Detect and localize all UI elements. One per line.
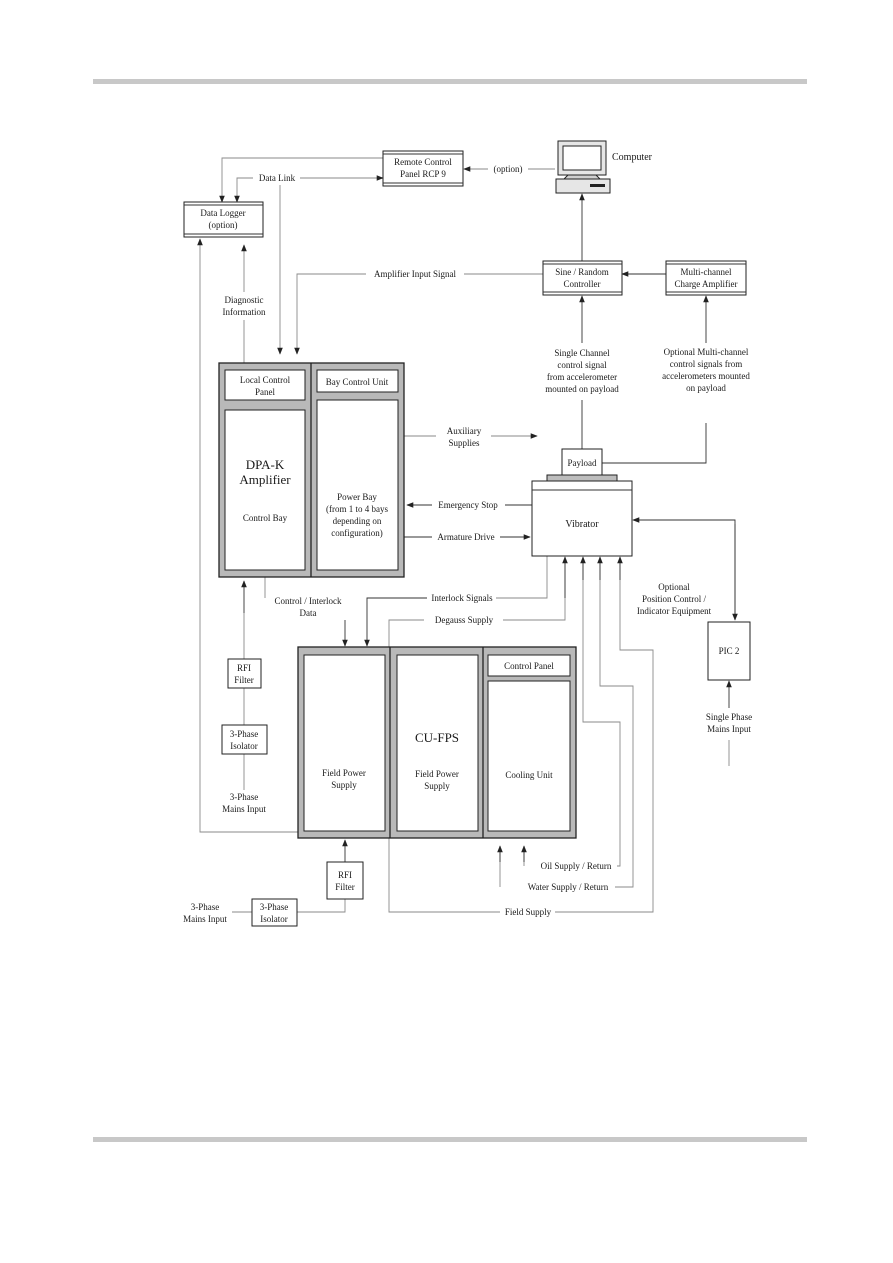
svg-text:Filter: Filter (335, 882, 355, 892)
svg-text:Isolator: Isolator (260, 914, 288, 924)
svg-text:Remote Control: Remote Control (394, 157, 452, 167)
svg-text:Isolator: Isolator (230, 741, 258, 751)
amplifier-input-signal-label: Amplifier Input Signal (374, 269, 456, 279)
svg-text:Panel RCP 9: Panel RCP 9 (400, 169, 446, 179)
svg-text:3-Phase: 3-Phase (260, 902, 289, 912)
multichannel-charge-amplifier: Multi-channel Charge Amplifier (665, 260, 747, 296)
three-phase-isolator-left: 3-Phase Isolator (221, 724, 268, 755)
svg-text:Information: Information (223, 307, 266, 317)
control-interlock-label: Control / Interlock Data (275, 596, 342, 618)
svg-text:Field Power: Field Power (322, 768, 366, 778)
svg-text:Local Control: Local Control (240, 375, 291, 385)
svg-text:Multi-channel: Multi-channel (681, 267, 732, 277)
header-rule (93, 79, 807, 84)
emergency-stop-label: Emergency Stop (438, 500, 498, 510)
svg-text:RFI: RFI (338, 870, 352, 880)
svg-text:Auxiliary: Auxiliary (447, 426, 482, 436)
svg-text:RFI: RFI (237, 663, 251, 673)
svg-text:Data Logger: Data Logger (200, 208, 245, 218)
svg-text:Panel: Panel (255, 387, 275, 397)
optional-multichannel-label: Optional Multi-channel control signals f… (662, 347, 750, 393)
svg-text:Data: Data (300, 608, 317, 618)
svg-text:Mains Input: Mains Input (222, 804, 266, 814)
svg-text:Indicator Equipment: Indicator Equipment (637, 606, 712, 616)
svg-text:Sine / Random: Sine / Random (555, 267, 609, 277)
computer-label: Computer (612, 152, 653, 163)
svg-text:mounted on payload: mounted on payload (545, 384, 619, 394)
svg-text:(option): (option) (209, 220, 238, 230)
svg-text:Control Panel: Control Panel (504, 661, 554, 671)
svg-text:3-Phase: 3-Phase (230, 792, 259, 802)
svg-text:Cooling Unit: Cooling Unit (505, 770, 553, 780)
svg-text:from accelerometer: from accelerometer (547, 372, 617, 382)
svg-text:control signal: control signal (557, 360, 607, 370)
rfi-filter-bottom: RFI Filter (326, 861, 364, 900)
water-supply-label: Water Supply / Return (528, 882, 609, 892)
optional-position-control-label: Optional Position Control / Indicator Eq… (637, 582, 712, 616)
three-phase-mains-bottom: 3-Phase Mains Input (183, 902, 227, 924)
svg-text:Single Phase: Single Phase (706, 712, 752, 722)
three-phase-isolator-bottom: 3-Phase Isolator (251, 898, 298, 927)
svg-text:Mains Input: Mains Input (707, 724, 751, 734)
svg-text:Supplies: Supplies (448, 438, 480, 448)
svg-text:Control / Interlock: Control / Interlock (275, 596, 342, 606)
svg-text:Amplifier: Amplifier (239, 472, 291, 487)
cufps-title: CU-FPS (415, 730, 459, 745)
svg-text:Diagnostic: Diagnostic (225, 295, 264, 305)
armature-drive-label: Armature Drive (437, 532, 494, 542)
remote-control-panel: Remote Control Panel RCP 9 (382, 150, 464, 187)
svg-text:3-Phase: 3-Phase (230, 729, 259, 739)
diagnostic-information-label: Diagnostic Information (223, 295, 266, 317)
svg-text:Bay Control Unit: Bay Control Unit (326, 377, 389, 387)
svg-text:Payload: Payload (568, 458, 597, 468)
svg-text:Supply: Supply (331, 780, 357, 790)
vibrator: Vibrator (531, 474, 633, 557)
svg-text:on payload: on payload (686, 383, 726, 393)
footer-rule (93, 1137, 807, 1142)
sine-random-controller: Sine / Random Controller (542, 260, 623, 296)
svg-text:Mains Input: Mains Input (183, 914, 227, 924)
oil-supply-label: Oil Supply / Return (541, 861, 612, 871)
svg-text:Control Bay: Control Bay (243, 513, 288, 523)
svg-text:3-Phase: 3-Phase (191, 902, 220, 912)
svg-text:Field Power: Field Power (415, 769, 459, 779)
svg-text:Vibrator: Vibrator (565, 519, 599, 530)
svg-text:control signals from: control signals from (670, 359, 743, 369)
degauss-supply-label: Degauss Supply (435, 615, 494, 625)
single-channel-label: Single Channel control signal from accel… (545, 348, 619, 394)
dpak-title: DPA-K (246, 457, 285, 472)
svg-text:Optional Multi-channel: Optional Multi-channel (664, 347, 749, 357)
field-supply-label: Field Supply (505, 907, 552, 917)
three-phase-mains-left: 3-Phase Mains Input (222, 792, 266, 814)
single-phase-label: Single Phase Mains Input (706, 712, 752, 734)
data-logger: Data Logger (option) (183, 201, 264, 238)
auxiliary-supplies-label: Auxiliary Supplies (447, 426, 482, 448)
cufps-cabinet: Field Power Supply CU-FPS Field Power Su… (297, 646, 577, 839)
svg-text:(from 1 to 4 bays: (from 1 to 4 bays (326, 504, 388, 514)
svg-text:Supply: Supply (424, 781, 450, 791)
rfi-filter-left: RFI Filter (227, 658, 262, 689)
svg-text:Controller: Controller (564, 279, 601, 289)
svg-text:depending on: depending on (333, 516, 382, 526)
data-link-label: Data Link (259, 173, 296, 183)
payload: Payload (561, 448, 603, 476)
svg-text:Filter: Filter (234, 675, 254, 685)
pic2-unit: PIC 2 (707, 621, 751, 681)
option-label: (option) (494, 164, 523, 174)
svg-text:Position Control /: Position Control / (642, 594, 707, 604)
computer-icon (555, 140, 611, 194)
svg-text:PIC 2: PIC 2 (719, 646, 740, 656)
svg-text:Single Channel: Single Channel (554, 348, 610, 358)
svg-text:Power Bay: Power Bay (337, 492, 377, 502)
interlock-signals-label: Interlock Signals (431, 593, 493, 603)
svg-text:configuration): configuration) (331, 528, 382, 538)
svg-text:Charge Amplifier: Charge Amplifier (674, 279, 737, 289)
svg-text:accelerometers mounted: accelerometers mounted (662, 371, 750, 381)
dpak-amplifier-cabinet: Local Control Panel DPA-K Amplifier Cont… (218, 362, 405, 578)
svg-text:Optional: Optional (658, 582, 690, 592)
